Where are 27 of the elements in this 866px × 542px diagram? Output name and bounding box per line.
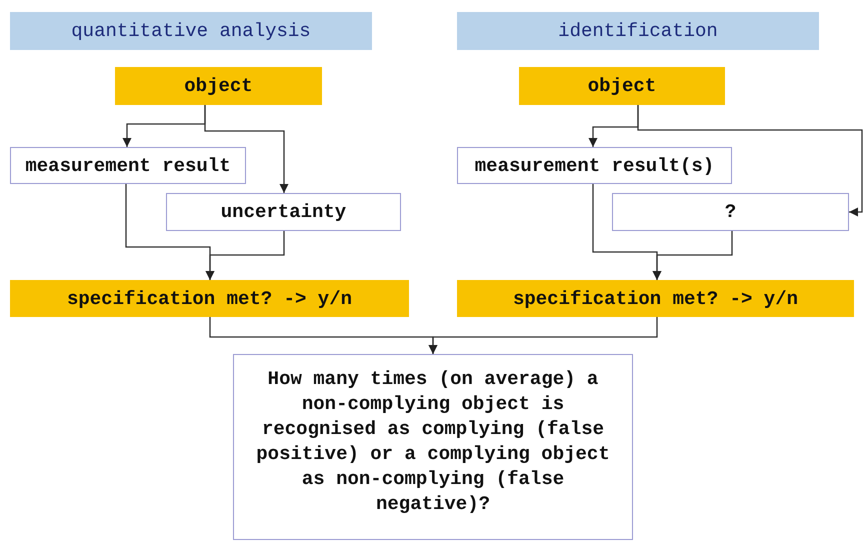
- process-box: [166, 193, 401, 231]
- node-text: measurement result(s): [474, 154, 714, 176]
- process-box: [233, 354, 633, 540]
- node-text: specification met? -> y/n: [512, 288, 798, 310]
- node-text: object: [588, 75, 656, 97]
- arrow: [652, 231, 733, 280]
- node-text: quantitative analysis: [71, 20, 311, 42]
- node-text: identification: [558, 20, 718, 42]
- process-box: [519, 67, 725, 105]
- node-text: measurement result: [25, 154, 231, 176]
- process-box: [115, 67, 322, 105]
- node-text: How many times (on average) a non-complying object is recognised as complying (false positive) or a complying object as non-complying (false negative)?: [255, 367, 611, 517]
- process-box: [457, 147, 732, 184]
- process-box: [457, 280, 854, 317]
- process-box: [10, 147, 246, 184]
- arrow: [637, 105, 863, 217]
- header-band: [457, 12, 819, 50]
- arrow: [205, 231, 285, 280]
- node-text: uncertainty: [220, 201, 346, 223]
- header-band: [10, 12, 372, 50]
- node-text: ?: [724, 201, 736, 223]
- process-box: [10, 280, 409, 317]
- node-text: object: [184, 75, 253, 97]
- arrow: [204, 105, 289, 193]
- process-box: [612, 193, 849, 231]
- node-text: specification met? -> y/n: [66, 288, 352, 310]
- arrow: [428, 317, 658, 354]
